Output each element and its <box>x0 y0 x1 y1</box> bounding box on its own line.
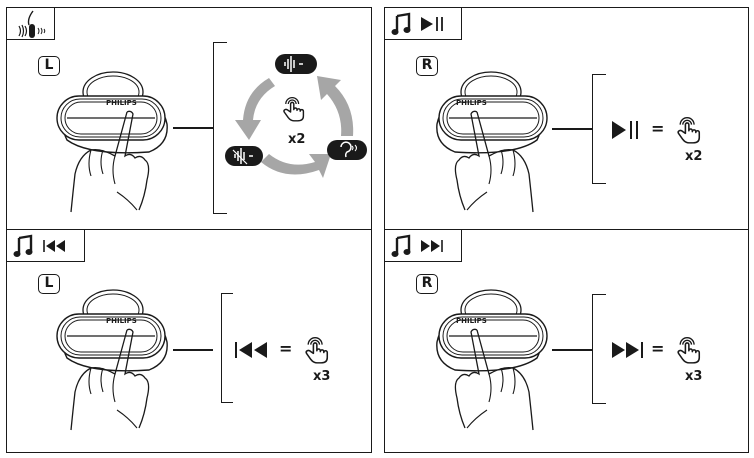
cycle-arrow-bottom <box>261 154 331 178</box>
hand-icon <box>429 282 559 432</box>
cycle-arrow-left <box>235 78 275 140</box>
play-pause-icon <box>612 121 638 139</box>
tab-header <box>385 8 462 40</box>
side-label-left: L <box>38 56 60 76</box>
panel-play-pause: R PHILIPS = x2 <box>384 7 749 230</box>
bracket <box>221 293 233 403</box>
music-previous-icon <box>13 234 65 257</box>
brand-label: PHILIPS <box>456 99 487 107</box>
tap-count: x2 <box>685 149 703 164</box>
mode-ambient-hearing <box>327 140 367 160</box>
equals-sign: = <box>651 339 665 358</box>
brand-label: PHILIPS <box>106 317 137 325</box>
music-next-icon <box>391 234 443 257</box>
bracket <box>592 74 606 184</box>
brand-label: PHILIPS <box>106 99 137 107</box>
mode-noise-cancel-on <box>275 54 317 74</box>
tab-header <box>7 8 55 40</box>
mode-noise-cancel-off <box>225 146 263 166</box>
double-tap-finger-icon <box>284 98 303 121</box>
connector-line <box>173 349 213 351</box>
side-label-right: R <box>416 274 438 294</box>
music-play-pause-icon <box>391 12 443 35</box>
connector-line <box>552 349 592 351</box>
earbud-illustration: PHILIPS <box>45 282 175 432</box>
earbud-illustration: PHILIPS <box>45 64 175 214</box>
equals-sign: = <box>651 119 665 138</box>
double-tap-finger-icon <box>675 114 701 144</box>
previous-track-icon <box>235 342 267 358</box>
connector-line <box>552 128 592 130</box>
earbud-illustration <box>429 64 559 214</box>
cycle-arrow-right <box>317 76 354 136</box>
side-label-left: L <box>38 274 60 294</box>
brand-label: PHILIPS <box>456 317 487 325</box>
tap-count: x3 <box>313 369 331 384</box>
connector-line <box>173 127 213 129</box>
cycle-arrows <box>235 76 354 178</box>
bracket <box>592 294 606 404</box>
side-label-right: R <box>416 56 438 76</box>
triple-tap-finger-icon <box>675 334 701 364</box>
hand-icon <box>45 282 175 432</box>
tab-header <box>7 230 85 262</box>
panel-next-track: R PHILIPS = x3 <box>384 229 749 453</box>
tap-count: x3 <box>685 369 703 384</box>
bracket <box>213 42 227 214</box>
equals-sign: = <box>279 339 293 358</box>
panel-previous-track: L PHILIPS = x3 <box>6 229 372 453</box>
mode-cycle-diagram <box>225 54 367 178</box>
tap-count: x2 <box>288 132 306 147</box>
hand-icon <box>45 64 175 214</box>
next-track-icon <box>612 342 643 358</box>
triple-tap-finger-icon <box>303 334 329 364</box>
earbud-illustration <box>429 282 559 432</box>
headset-sound-icon <box>18 10 46 38</box>
tab-header <box>385 230 462 262</box>
hand-icon <box>429 64 559 214</box>
panel-voice-mode: L PHILIPS x2 <box>6 7 372 230</box>
